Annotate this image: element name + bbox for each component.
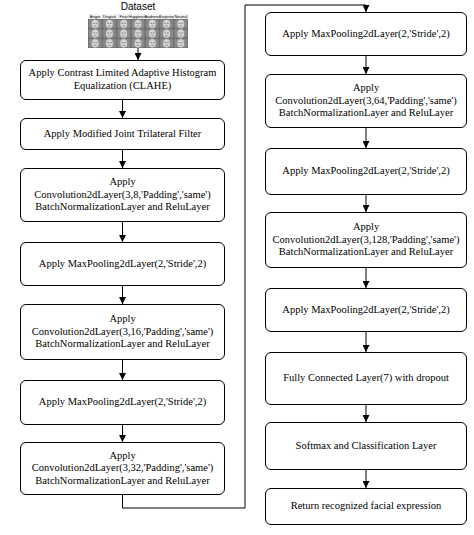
box-text: Apply Convolution2dLayer(3,64,'Padding',… xyxy=(269,82,463,120)
box-text: Apply MaxPooling2dLayer(2,'Stride',2) xyxy=(39,396,206,409)
flow-arrow xyxy=(122,286,123,304)
flow-arrow xyxy=(366,56,367,74)
flow-arrow xyxy=(366,405,367,422)
process-box: Apply Convolution2dLayer(3,128,'Padding'… xyxy=(265,212,467,268)
box-text: Apply MaxPooling2dLayer(2,'Stride',2) xyxy=(282,165,449,178)
image-heading: Dataset xyxy=(68,1,208,13)
process-box: Apply Modified Joint Trilateral Filter xyxy=(20,118,225,150)
process-box: Apply MaxPooling2dLayer(2,'Stride',2) xyxy=(265,288,467,332)
process-box: Apply Contrast Limited Adaptive Histogra… xyxy=(20,60,225,100)
process-box: Fully Connected Layer(7) with dropout xyxy=(265,352,467,405)
box-text: Apply MaxPooling2dLayer(2,'Stride',2) xyxy=(282,304,449,317)
box-text: Softmax and Classification Layer xyxy=(296,440,437,453)
flow-arrow xyxy=(366,268,367,288)
image-frame xyxy=(88,14,188,48)
process-box: Apply MaxPooling2dLayer(2,'Stride',2) xyxy=(265,148,467,195)
process-box: Apply Convolution2dLayer(3,16,'Padding',… xyxy=(20,304,225,360)
expression-label: Surprise xyxy=(156,15,178,20)
flow-arrow xyxy=(122,425,123,442)
dataset-image: DatasetAngerDisgustFearHappinessSadnessS… xyxy=(88,14,188,48)
flow-arrow xyxy=(366,128,367,148)
process-box: Softmax and Classification Layer xyxy=(265,422,467,470)
box-text: Apply Convolution2dLayer(3,32,'Padding',… xyxy=(24,450,221,488)
box-text: Return recognized facial expression xyxy=(291,500,442,513)
flow-arrow xyxy=(122,150,123,168)
process-box: Return recognized facial expression xyxy=(265,488,467,525)
process-box: Apply Convolution2dLayer(3,8,'Padding','… xyxy=(20,168,225,222)
flow-arrow xyxy=(122,100,123,118)
box-text: Apply Convolution2dLayer(3,128,'Padding'… xyxy=(269,221,463,259)
box-text: Apply Modified Joint Trilateral Filter xyxy=(44,128,202,141)
process-box: Apply Convolution2dLayer(3,32,'Padding',… xyxy=(20,442,225,495)
flow-arrow xyxy=(366,195,367,212)
face-photos xyxy=(88,19,188,48)
label-strip xyxy=(88,14,188,19)
expression-label: Neutral xyxy=(170,15,192,20)
flow-arrow xyxy=(138,48,139,60)
expression-label: Disgust xyxy=(98,15,120,20)
box-text: Apply Convolution2dLayer(3,16,'Padding',… xyxy=(24,313,221,351)
flow-arrow xyxy=(122,222,123,242)
box-text: Apply Convolution2dLayer(3,8,'Padding','… xyxy=(24,176,221,214)
box-text: Apply MaxPooling2dLayer(2,'Stride',2) xyxy=(39,258,206,271)
flow-arrow xyxy=(122,360,123,380)
flow-arrow xyxy=(366,470,367,488)
process-box: Apply Convolution2dLayer(3,64,'Padding',… xyxy=(265,74,467,128)
process-box: Apply MaxPooling2dLayer(2,'Stride',2) xyxy=(20,380,225,425)
face-grid-illustration xyxy=(88,14,188,48)
flow-arrow xyxy=(366,332,367,352)
box-text: Apply MaxPooling2dLayer(2,'Stride',2) xyxy=(282,28,449,41)
process-box: Apply MaxPooling2dLayer(2,'Stride',2) xyxy=(265,12,467,56)
box-text: Fully Connected Layer(7) with dropout xyxy=(283,372,449,385)
process-box: Apply MaxPooling2dLayer(2,'Stride',2) xyxy=(20,242,225,286)
box-text: Apply Contrast Limited Adaptive Histogra… xyxy=(24,67,221,92)
